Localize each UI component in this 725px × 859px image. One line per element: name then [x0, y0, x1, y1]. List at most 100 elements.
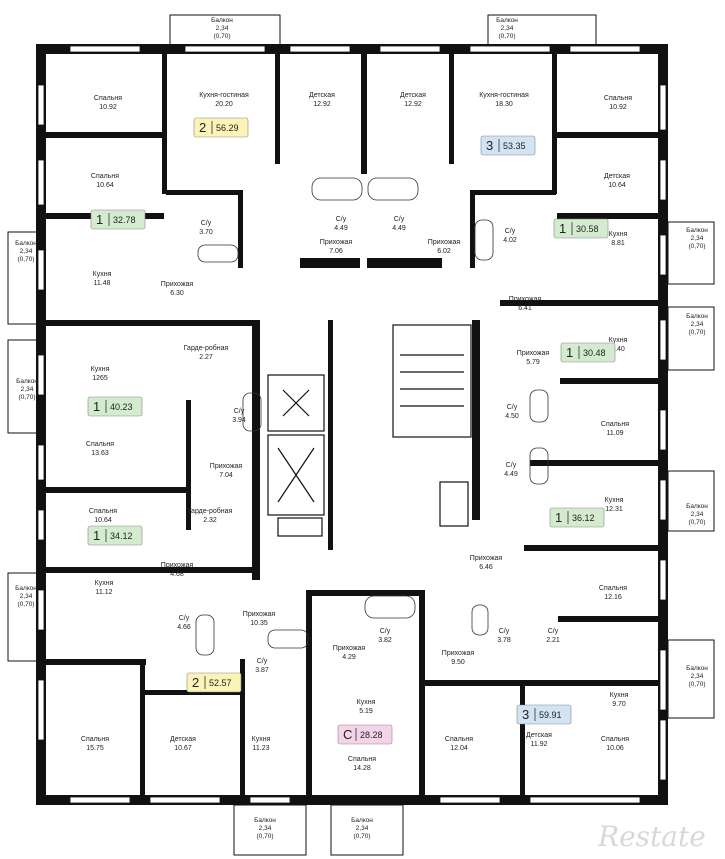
room-area: 4.02 — [503, 237, 517, 244]
room-area: 4.50 — [505, 413, 519, 420]
room-area: 6.46 — [479, 564, 493, 571]
balcony-label: Балкон — [15, 240, 37, 247]
outer-wall-left — [36, 44, 46, 805]
room-area: 9.50 — [451, 659, 465, 666]
room-name: Прихожая — [210, 463, 243, 470]
unit-room-count: 1 — [566, 345, 573, 360]
room-name: Прихожая — [333, 645, 366, 652]
unit-room-count: 1 — [93, 528, 100, 543]
room-area: 4.49 — [392, 225, 406, 232]
room-area: 8.40 — [611, 346, 625, 353]
balcony-coef: (0,70) — [689, 243, 706, 250]
room-name: Спальня — [348, 756, 376, 763]
unit-area: 36.12 — [572, 513, 595, 523]
unit-area: 30.58 — [576, 224, 599, 234]
unit-area: 32.78 — [113, 215, 136, 225]
room-name: С/у — [505, 228, 516, 235]
balcony-area: 2,34 — [216, 25, 229, 32]
room-area: 4.66 — [177, 624, 191, 631]
room-name: Кухня — [610, 692, 629, 699]
room-area: 11.12 — [96, 589, 113, 596]
room-area: 4.49 — [504, 471, 518, 478]
room-area: 7.04 — [219, 472, 233, 479]
unit-badge-bg — [87, 525, 143, 546]
room-name: С/у — [234, 408, 245, 415]
balcony-area: 2,34 — [691, 321, 704, 328]
room-name: С/у — [548, 628, 559, 635]
balcony-label: Балкон — [686, 227, 708, 234]
room-name: Спальня — [601, 736, 629, 743]
unit-room-count: 2 — [192, 675, 199, 690]
room-area: 3.70 — [199, 229, 213, 236]
room-area: 18.30 — [495, 101, 513, 108]
balcony-area: 2,34 — [259, 825, 272, 832]
room-area: 10.92 — [609, 104, 627, 111]
unit-room-count: 3 — [522, 707, 529, 722]
unit-area: 30.48 — [583, 348, 606, 358]
room-name: Прихожая — [243, 611, 276, 618]
room-name: Кухня — [357, 699, 376, 706]
room-area: 11.92 — [531, 741, 548, 748]
room-area: 14.28 — [353, 765, 371, 772]
room-name: С/у — [394, 216, 405, 223]
room-area: 9.70 — [612, 701, 626, 708]
room-area: 10.64 — [96, 182, 114, 189]
room-name: Детская — [309, 92, 335, 99]
room-name: Прихожая — [161, 562, 194, 569]
room-area: 12.92 — [313, 101, 331, 108]
balcony-area: 2,34 — [691, 511, 704, 518]
unit-room-count: С — [343, 727, 352, 742]
room-name: Гарде-робная — [184, 344, 229, 352]
balcony-label: Балкон — [496, 17, 518, 24]
unit-badge: С 28.28 — [337, 724, 393, 745]
room-area: 10.35 — [250, 620, 268, 627]
room-name: С/у — [506, 462, 517, 469]
room-area: 12.92 — [404, 101, 422, 108]
room-area: 12.16 — [604, 594, 622, 601]
room-name: Прихожая — [509, 296, 542, 303]
elevator-2 — [267, 434, 325, 516]
room-area: 5.79 — [526, 359, 540, 366]
room-name: С/у — [336, 216, 347, 223]
unit-area: 59.91 — [539, 710, 562, 720]
stairwell — [392, 324, 472, 438]
balcony-label: Балкон — [254, 817, 276, 824]
balcony-label: Балкон — [686, 665, 708, 672]
room-name: Прихожая — [161, 281, 194, 288]
elevator-1 — [267, 374, 325, 432]
room-area: 11.09 — [607, 430, 624, 437]
room-name: Прихожая — [320, 239, 353, 246]
room-name: Кухня — [609, 337, 628, 344]
room-area: 11.23 — [253, 745, 270, 752]
room-name: Кухня — [93, 271, 112, 278]
balcony-label: Балкон — [686, 313, 708, 320]
room-name: Спальня — [445, 736, 473, 743]
room-area: 10.92 — [99, 104, 117, 111]
balcony-coef: (0,70) — [214, 33, 231, 40]
room-name: Спальня — [601, 421, 629, 428]
unit-badge-bg — [193, 117, 249, 138]
room-area: 4.49 — [334, 225, 348, 232]
room-name: Кухня — [609, 231, 628, 238]
watermark-text: Restate — [597, 820, 706, 853]
room-area: 2.21 — [546, 637, 560, 644]
room-area: 10.67 — [174, 745, 192, 752]
room-name: Кухня — [605, 497, 624, 504]
unit-badge-bg — [553, 218, 609, 239]
room-name: Детская — [400, 92, 426, 99]
balcony-area: 2,34 — [356, 825, 369, 832]
unit-area: 28.28 — [360, 730, 383, 740]
room-name: Кухня-гостиная — [479, 92, 529, 99]
unit-badge-bg — [90, 209, 146, 230]
room-name: С/у — [499, 628, 510, 635]
room-name: С/у — [380, 628, 391, 635]
balcony-area: 2,34 — [20, 248, 33, 255]
balcony-label: Балкон — [351, 817, 373, 824]
room-name: Детская — [604, 173, 630, 180]
balcony-coef: (0,70) — [689, 519, 706, 526]
balcony-coef: (0,70) — [18, 256, 35, 263]
room-name: Кухня — [95, 580, 114, 587]
